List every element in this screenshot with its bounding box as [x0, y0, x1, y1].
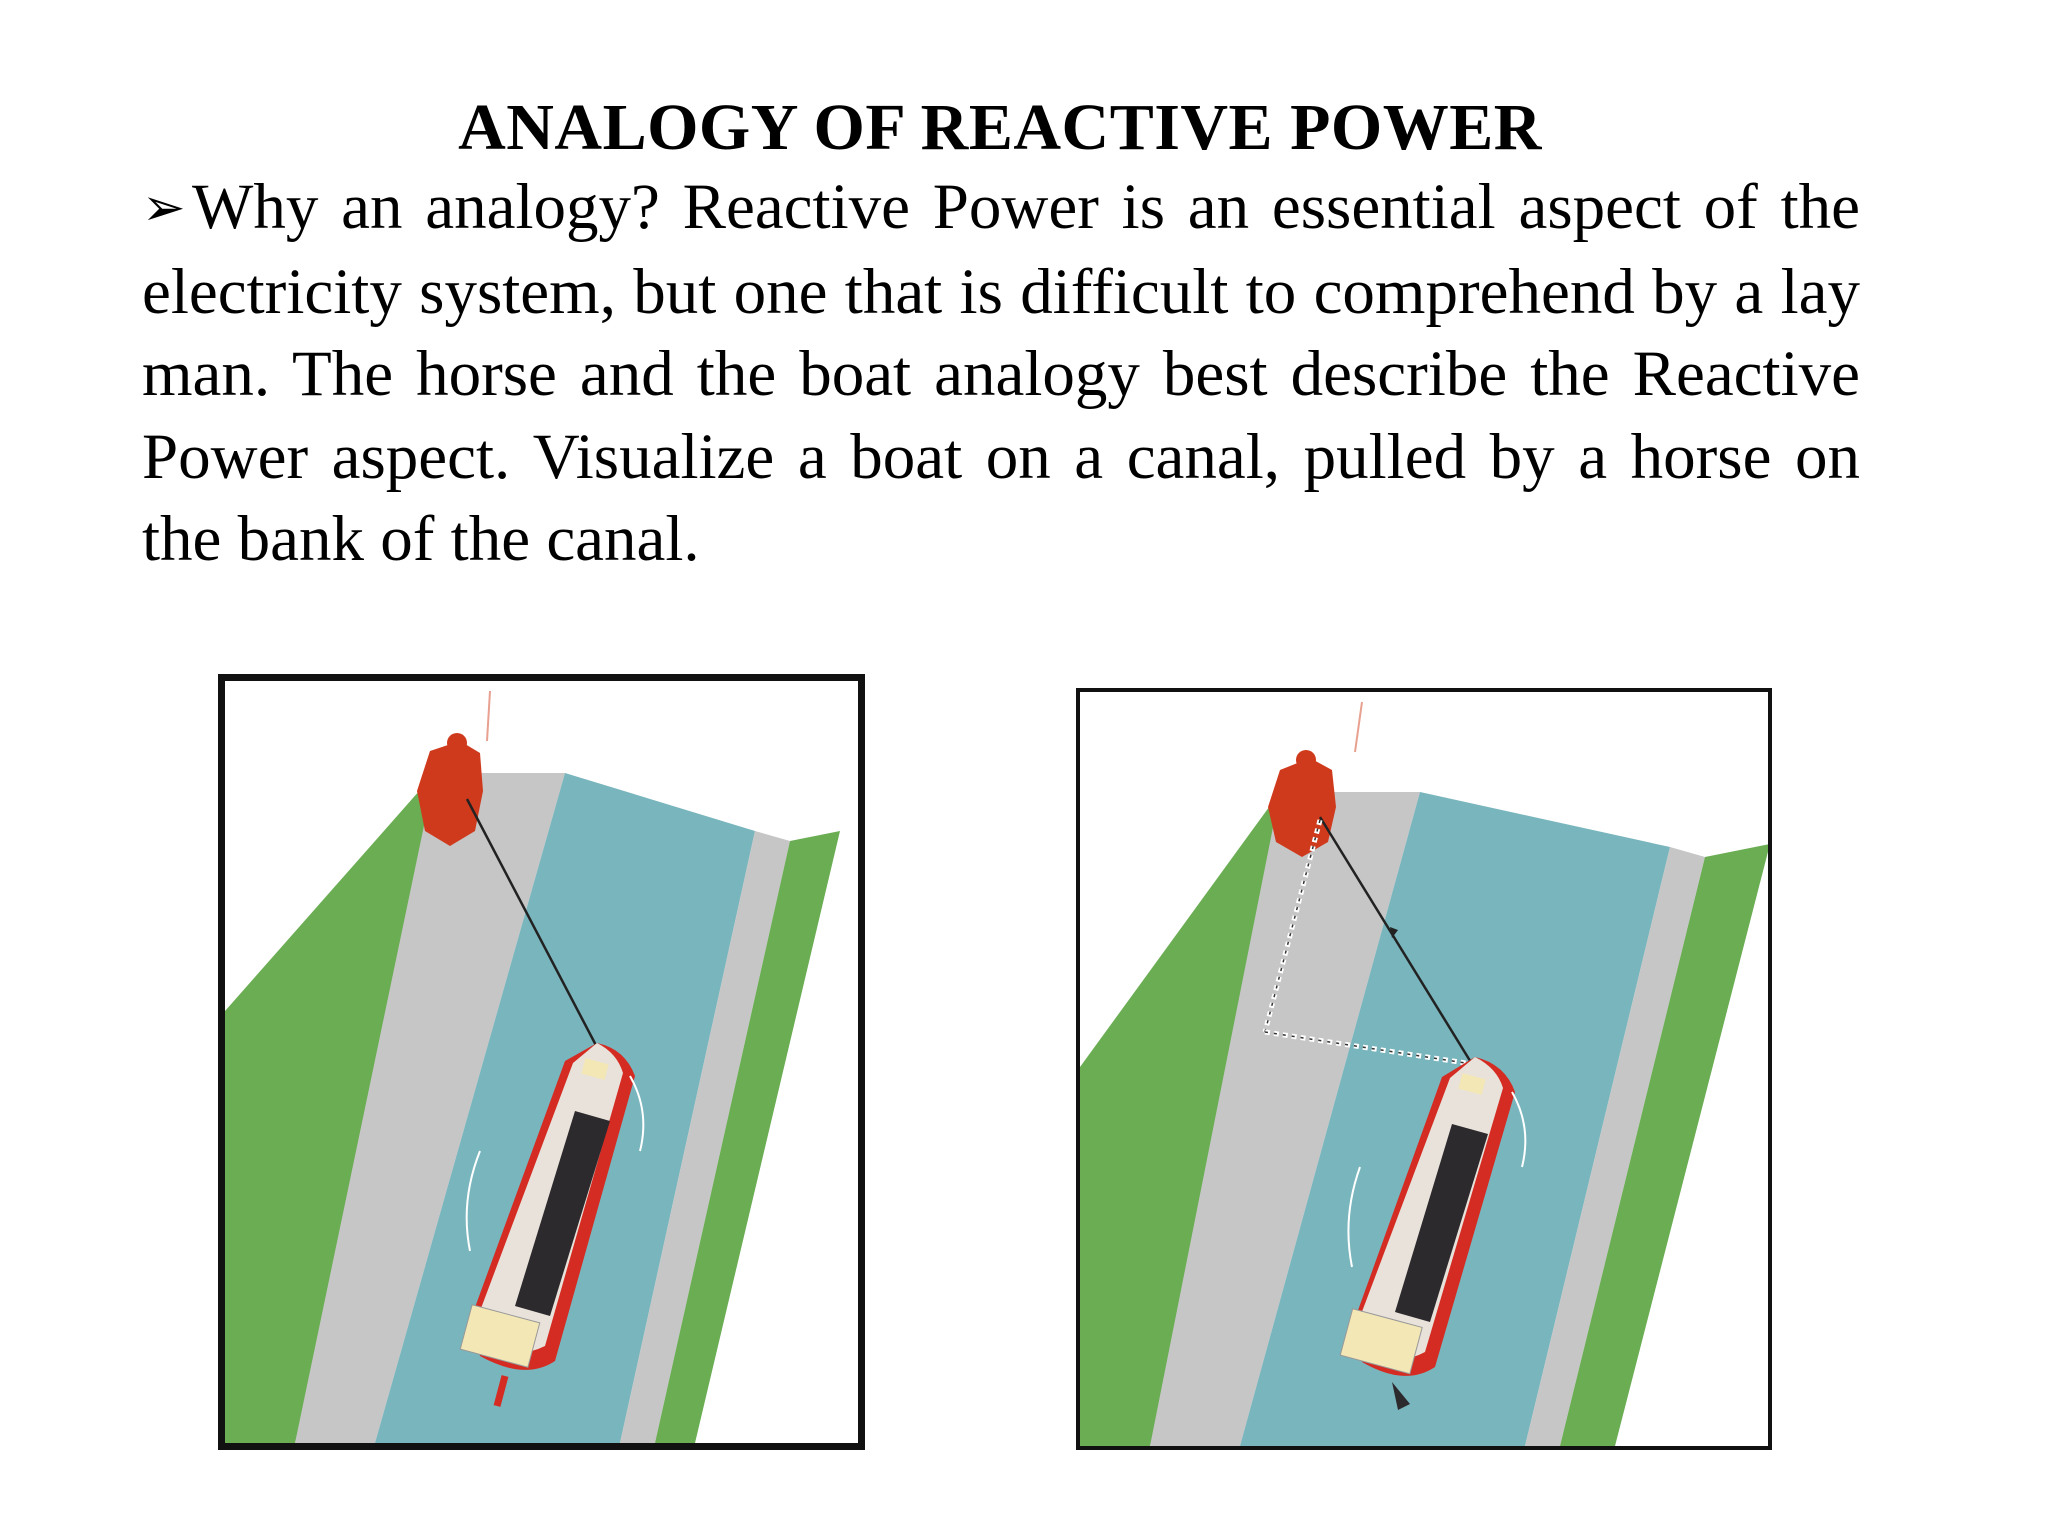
paragraph-text: Why an analogy? Reactive Power is an ess…: [142, 171, 1860, 575]
bullet-arrow-icon: ➢: [142, 180, 186, 237]
left-gray-bank: [1150, 792, 1420, 1446]
right-gray-bank: [1525, 847, 1705, 1446]
horse-boat-illustration-left: [218, 674, 865, 1450]
right-gray-bank: [620, 831, 790, 1443]
boat-deck: [1395, 1124, 1488, 1322]
canal-scene-left: [225, 690, 840, 1443]
slide-title: ANALOGY OF REACTIVE POWER: [458, 91, 1542, 164]
horse-icon: [417, 733, 483, 846]
boat-icon: [459, 1043, 635, 1407]
tow-rope-force: [1318, 816, 1474, 1065]
canal-scene-right: [1080, 701, 1768, 1446]
wake-lines: [1347, 1091, 1527, 1268]
active-component-vector: [1264, 1029, 1473, 1067]
boat-cabin: [1339, 1308, 1423, 1375]
boat-cabin: [459, 1304, 541, 1368]
right-grass-bank: [1560, 844, 1768, 1446]
horse-boat-illustration-right: [1076, 688, 1772, 1450]
reactive-component-vector: [1262, 819, 1323, 1033]
boat-front-hatch: [1458, 1073, 1486, 1095]
force-arrowhead-icon: [1390, 927, 1398, 938]
boat-front-hatch: [581, 1058, 609, 1080]
horse-lead-arrow: [486, 690, 491, 742]
right-grass-bank: [655, 831, 840, 1443]
boat-deck: [515, 1111, 610, 1316]
slide-paragraph: ➢Why an analogy? Reactive Power is an es…: [142, 166, 1860, 581]
left-gray-bank: [295, 773, 565, 1443]
tow-rope: [465, 798, 602, 1054]
horse-icon: [1268, 750, 1336, 857]
boat-rudder: [1392, 1382, 1410, 1410]
boat-icon: [1339, 1057, 1515, 1410]
horse-lead-arrow: [1354, 701, 1363, 753]
wake-lines: [465, 1075, 645, 1252]
boat-rudder: [493, 1375, 509, 1407]
